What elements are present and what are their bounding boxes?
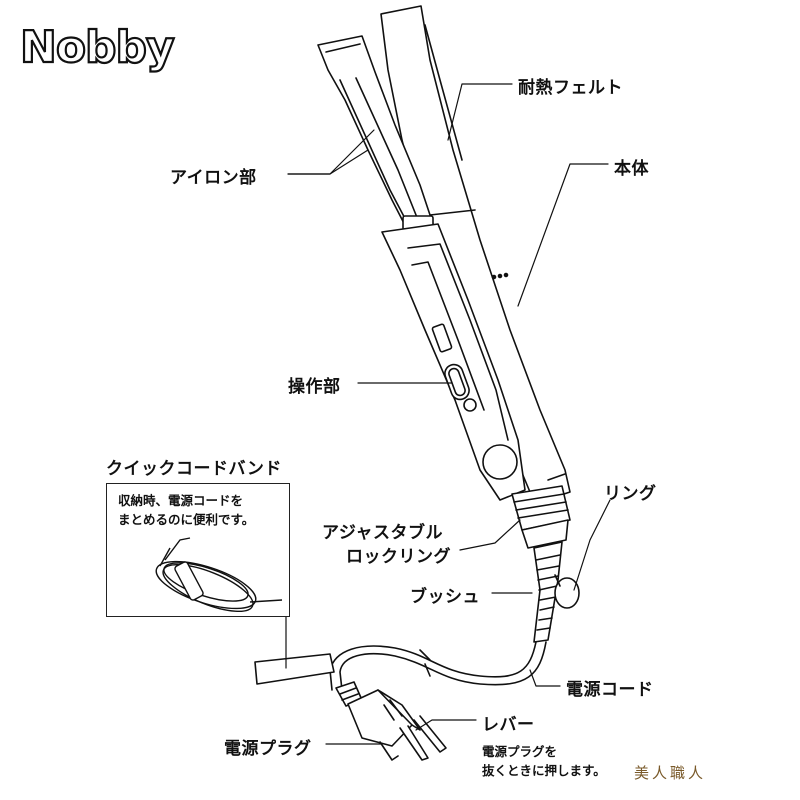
power-cord: [329, 641, 547, 691]
label-adjustable-lock-ring-2: ロックリング: [346, 547, 451, 567]
cord-band-tab: [254, 653, 335, 685]
cord-bush: [533, 541, 563, 643]
band-note-line1: 収納時、電源コードを: [118, 493, 244, 508]
adjustable-lock-ring: [511, 485, 571, 549]
label-power-cord: 電源コード: [566, 680, 654, 700]
band-note: 収納時、電源コードを まとめるのに便利です。: [118, 491, 254, 529]
brand-logo: Nobby: [19, 21, 176, 74]
lever-note: 電源プラグを 抜くときに押します。: [482, 742, 606, 780]
label-bush: ブッシュ: [410, 587, 480, 607]
label-heat-felt: 耐熱フェルト: [518, 78, 623, 98]
label-quick-cord-band: クイックコードバンド: [106, 459, 282, 479]
lever-note-line1: 電源プラグを: [482, 744, 558, 759]
band-note-line2: まとめるのに便利です。: [118, 512, 255, 527]
lever-note-line2: 抜くときに押します。: [482, 763, 606, 778]
label-power-plug: 電源プラグ: [224, 739, 312, 759]
label-adjustable-lock-ring-1: アジャスタブル: [322, 523, 443, 543]
hanging-ring: [554, 574, 580, 609]
label-control-part: 操作部: [288, 377, 341, 397]
label-body: 本体: [614, 159, 649, 179]
iron-front-arm: [317, 35, 436, 236]
leader-lines: [285, 83, 611, 745]
label-lever: レバー: [482, 715, 535, 735]
watermark-stamp: 美人職人: [634, 764, 707, 782]
label-ring: リング: [604, 484, 657, 504]
label-iron-part: アイロン部: [170, 168, 257, 188]
iron-handle: [381, 223, 526, 501]
power-plug: [335, 681, 447, 761]
